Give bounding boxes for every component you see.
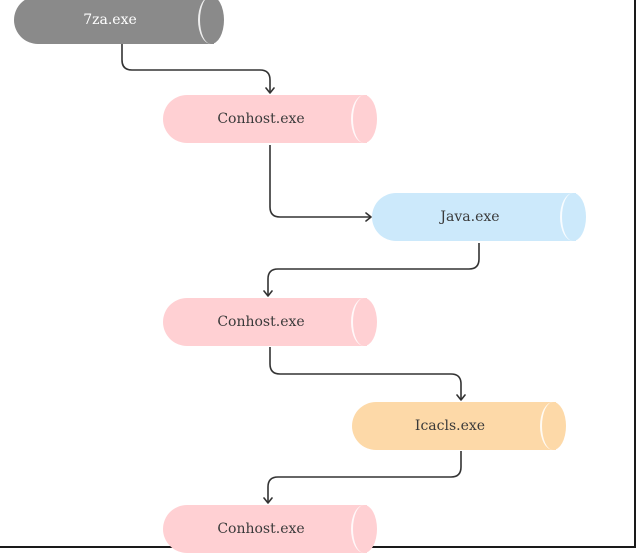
cylinder-end-cap: [540, 402, 566, 450]
process-node-label: Conhost.exe: [217, 521, 305, 537]
cylinder-end-cap: [351, 505, 377, 553]
edge-icacls-to-conhost-3: [263, 451, 462, 504]
process-node-icacls[interactable]: Icacls.exe: [352, 402, 566, 450]
edge-conhost-2-to-icacls: [269, 347, 466, 401]
process-node-label: 7za.exe: [83, 12, 137, 28]
edge-7za-to-conhost-1: [121, 44, 275, 94]
process-node-label: Conhost.exe: [217, 314, 305, 330]
process-node-conhost-1[interactable]: Conhost.exe: [163, 95, 377, 143]
process-node-label: Conhost.exe: [217, 111, 305, 127]
process-node-label: Java.exe: [440, 209, 500, 225]
cylinder-end-cap: [560, 193, 586, 241]
process-node-label: Icacls.exe: [414, 418, 486, 434]
cylinder-end-cap: [351, 298, 377, 346]
process-node-conhost-2[interactable]: Conhost.exe: [163, 298, 377, 346]
process-node-conhost-3[interactable]: Conhost.exe: [163, 505, 377, 553]
cylinder-end-cap: [351, 95, 377, 143]
process-node-7za[interactable]: 7za.exe: [14, 0, 224, 44]
edge-java-to-conhost-2: [263, 243, 480, 297]
cylinder-end-cap: [198, 0, 224, 44]
process-node-java[interactable]: Java.exe: [372, 193, 586, 241]
edge-conhost-1-to-java: [269, 145, 372, 222]
